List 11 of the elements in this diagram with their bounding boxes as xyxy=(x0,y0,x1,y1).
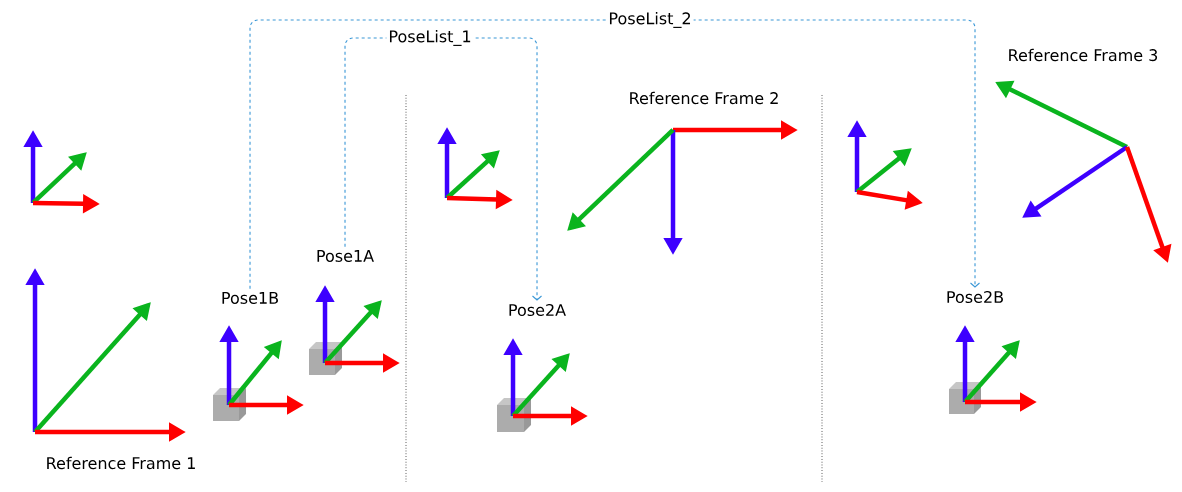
frame-label: Reference Frame 3 xyxy=(1009,48,1158,62)
frame-label: Reference Frame 2 xyxy=(630,91,778,105)
edge-label: PoseList_2 xyxy=(606,10,694,30)
frame-label: Reference Frame 1 xyxy=(47,456,195,470)
pose-label: Pose1A xyxy=(317,250,374,262)
pose-label: Pose1B xyxy=(222,292,278,304)
dashed-arrow xyxy=(344,37,543,301)
dashed-arrow xyxy=(249,19,981,290)
pose-label: Pose2B xyxy=(947,290,1003,304)
edge-label: PoseList_1 xyxy=(386,28,474,48)
pose-label: Pose2A xyxy=(509,303,566,317)
